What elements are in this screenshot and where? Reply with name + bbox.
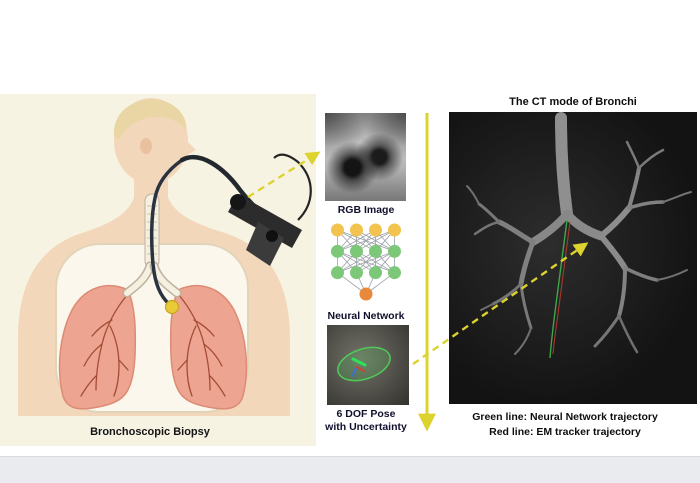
pose-axis-blue xyxy=(351,366,358,377)
left-panel-caption: Bronchoscopic Biopsy xyxy=(90,426,210,438)
neural-network-label: Neural Network xyxy=(327,310,405,322)
bronchoscopy-rgb-image xyxy=(325,113,406,201)
lesion-target-marker xyxy=(164,299,180,315)
left-panel-bronchoscopy: Bronchoscopic Biopsy xyxy=(0,94,316,446)
ct-bronchi-panel xyxy=(449,112,697,404)
pose-uncertainty-image xyxy=(327,325,409,405)
bronchial-tree-ct xyxy=(466,112,692,359)
footer-band xyxy=(0,456,700,483)
pose-label-line2: with Uncertainty xyxy=(325,421,407,433)
nn-trajectory-line xyxy=(549,219,568,359)
ear xyxy=(140,138,152,154)
em-trajectory-line xyxy=(552,221,571,355)
rgb-image-label: RGB Image xyxy=(337,204,395,216)
bronchoscope-inserted-tube xyxy=(149,158,184,307)
legend-green-line: Green line: Neural Network trajectory xyxy=(472,411,658,423)
hair xyxy=(113,99,187,140)
legend-red-line: Red line: EM tracker trajectory xyxy=(489,426,641,438)
pose-label: 6 DOF Pose with Uncertainty xyxy=(314,408,418,434)
pose-axis-red xyxy=(356,366,365,372)
bronchial-tree xyxy=(466,112,692,355)
ct-panel-title: The CT mode of Bronchi xyxy=(509,96,637,108)
bronchial-branches xyxy=(80,293,226,397)
neural-network-diagram xyxy=(328,218,404,306)
pose-label-line1: 6 DOF Pose xyxy=(336,408,396,420)
patient-body-illustration xyxy=(18,98,312,416)
nose xyxy=(184,138,196,157)
pose-axis-green xyxy=(351,357,367,367)
ct-legend: Green line: Neural Network trajectory Re… xyxy=(430,410,700,440)
pose-uncertainty-overlay xyxy=(337,346,391,382)
